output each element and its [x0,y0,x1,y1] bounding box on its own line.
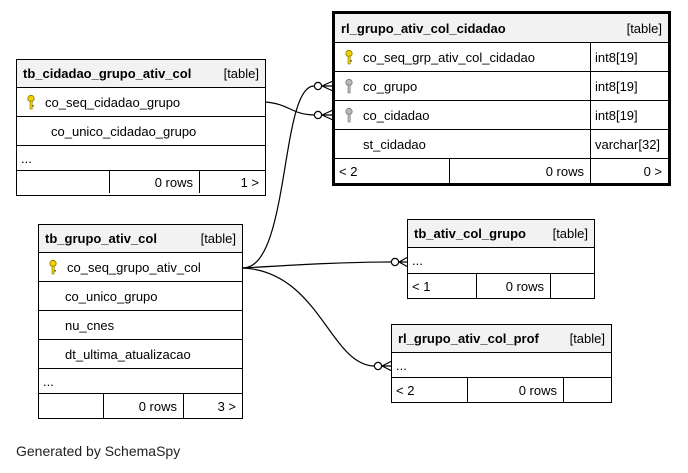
table-kind: [table] [200,231,236,246]
column-name: co_seq_cidadao_grupo [45,94,181,110]
parents-link[interactable]: < 2 [396,382,415,398]
table-footer: < 2 0 rows [392,378,611,402]
table-header: tb_cidadao_grupo_ativ_col [table] [17,60,265,88]
more-columns-row[interactable]: ... [392,353,611,378]
row-count: 0 rows [449,159,590,183]
table-header: tb_grupo_ativ_col [table] [39,225,242,253]
children-link[interactable] [563,378,611,402]
link-grupo-to-ativ-col-grupo [242,261,393,269]
column-type: varchar[32] [590,130,668,158]
column-name: co_seq_grupo_ativ_col [67,259,201,275]
key-icon-gray [345,78,353,94]
table-tb-ativ-col-grupo[interactable]: tb_ativ_col_grupo [table] ... < 1 0 rows [407,219,595,299]
column-name: dt_ultima_atualizacao [65,346,191,362]
table-name: tb_grupo_ativ_col [45,231,157,246]
table-header: rl_grupo_ativ_col_prof [table] [392,325,611,353]
table-kind: [table] [223,66,259,81]
key-icon [49,259,57,275]
column-row[interactable]: co_unico_cidadao_grupo [17,117,265,146]
more-columns-row[interactable]: ... [17,146,265,171]
key-icon [27,94,35,110]
key-icon [345,49,353,65]
column-row[interactable]: co_cidadao int8[19] [335,101,668,130]
link-grupo-to-prof [242,267,376,367]
generated-by-footer: Generated by SchemaSpy [16,443,181,459]
table-kind: [table] [626,20,662,36]
column-name: co_unico_grupo [65,288,158,304]
parents-link[interactable]: < 1 [412,278,431,294]
table-header: rl_grupo_ativ_col_cidadao [table] [335,14,668,43]
row-count: 0 rows [103,394,183,418]
table-footer: < 1 0 rows [408,274,594,298]
ellipsis: ... [21,150,32,166]
more-columns-row[interactable]: ... [408,248,594,274]
children-link[interactable] [550,274,594,298]
ellipsis: ... [396,357,407,373]
table-tb-grupo-ativ-col[interactable]: tb_grupo_ativ_col [table] co_seq_grupo_a… [38,224,243,419]
column-row[interactable]: co_seq_grupo_ativ_col [39,253,242,282]
parents-link[interactable] [17,171,109,193]
row-count: 0 rows [476,274,550,298]
table-name: tb_cidadao_grupo_ativ_col [23,66,192,81]
link-cidadao-to-rl [264,101,315,116]
table-footer: 0 rows 1 > [17,171,265,193]
row-count: 0 rows [467,378,563,402]
column-row[interactable]: nu_cnes [39,311,242,340]
row-count: 0 rows [109,171,199,193]
table-tb-cidadao-grupo-ativ-col[interactable]: tb_cidadao_grupo_ativ_col [table] co_seq… [16,59,266,196]
table-header: tb_ativ_col_grupo [table] [408,220,594,248]
table-footer: < 2 0 rows 0 > [335,159,668,183]
column-name: co_grupo [363,78,418,94]
children-link[interactable]: 1 > [199,171,265,193]
column-row[interactable]: co_grupo int8[19] [335,72,668,101]
table-name: rl_grupo_ativ_col_prof [398,331,539,346]
column-type: int8[19] [590,72,668,100]
column-row[interactable]: st_cidadao varchar[32] [335,130,668,159]
table-name: rl_grupo_ativ_col_cidadao [341,20,506,36]
column-row[interactable]: dt_ultima_atualizacao [39,340,242,369]
column-name: co_seq_grp_ativ_col_cidadao [363,49,536,65]
ellipsis: ... [43,373,54,389]
column-type: int8[19] [590,43,668,71]
parents-link[interactable] [39,394,103,418]
table-rl-grupo-ativ-col-cidadao[interactable]: rl_grupo_ativ_col_cidadao [table] co_seq… [332,11,671,186]
table-kind: [table] [569,331,605,346]
key-icon-gray [345,107,353,123]
table-kind: [table] [552,226,588,241]
table-name: tb_ativ_col_grupo [414,226,526,241]
column-type: int8[19] [590,101,668,129]
column-name: nu_cnes [65,317,115,333]
column-row[interactable]: co_seq_grp_ativ_col_cidadao int8[19] [335,43,668,72]
column-row[interactable]: co_seq_cidadao_grupo [17,88,265,117]
column-name: co_cidadao [363,107,430,123]
parents-link[interactable]: < 2 [339,163,358,179]
column-row[interactable]: co_unico_grupo [39,282,242,311]
column-name: co_unico_cidadao_grupo [51,123,197,139]
table-rl-grupo-ativ-col-prof[interactable]: rl_grupo_ativ_col_prof [table] ... < 2 0… [391,324,612,403]
link-grupo-to-rl-cogrupo [242,85,315,269]
children-link[interactable]: 0 > [590,159,668,183]
column-name: st_cidadao [363,136,426,152]
more-columns-row[interactable]: ... [39,369,242,394]
ellipsis: ... [412,253,423,268]
table-footer: 0 rows 3 > [39,394,242,418]
children-link[interactable]: 3 > [183,394,242,418]
